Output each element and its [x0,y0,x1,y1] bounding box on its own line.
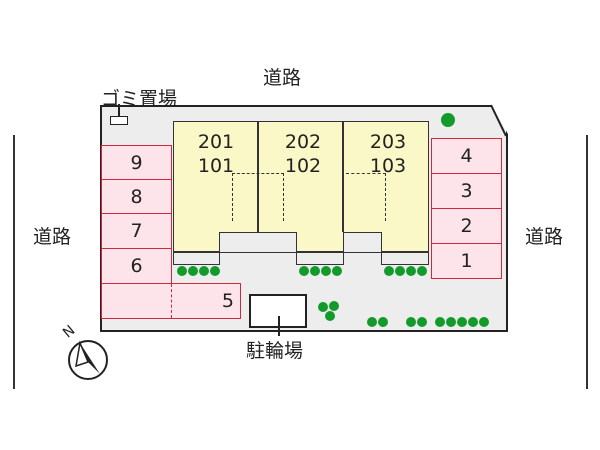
room-label-103: 103 [369,155,407,177]
parking-space-3: 3 [431,173,502,209]
road-label-left: 道路 [33,226,72,248]
road-label-right: 道路 [525,226,564,248]
garbage-area-label: ゴミ置場 [101,88,178,110]
tree-icon [441,113,455,127]
room-label-102: 102 [284,155,322,177]
tree-icon [417,266,427,276]
porch [296,252,344,265]
tree-icon [457,317,467,327]
road-edge-left [13,135,15,389]
parking-space-6: 6 [101,248,172,284]
parking-5-dashed-divider [171,284,172,318]
tree-icon [210,266,220,276]
tree-icon [325,311,335,321]
parking-space-1: 1 [431,243,502,279]
room-label-101: 101 [197,155,235,177]
tree-icon [321,266,331,276]
parking-space-2: 2 [431,208,502,244]
tree-icon [417,317,427,327]
apartment-building [173,121,429,252]
tree-icon [468,317,478,327]
unit-divider [257,121,259,232]
tree-icon [384,266,394,276]
tree-icon [188,266,198,276]
tree-icon [318,302,328,312]
room-label-201: 201 [197,131,235,153]
garbage-area [110,116,128,125]
tree-icon [299,266,309,276]
room-label-202: 202 [284,131,322,153]
parking-space-8: 8 [101,179,172,214]
entrance-recess [219,232,297,253]
parking-space-9: 9 [101,145,172,180]
tree-icon [367,317,377,327]
porch [173,252,220,265]
stair-outline [346,173,386,221]
stair-outline [232,173,284,221]
tree-icon [329,301,339,311]
bicycle-parking-label: 駐輪場 [246,340,304,362]
compass: N [60,323,112,384]
compass-icon [68,340,108,380]
tree-icon [435,317,445,327]
parking-space-5-label: 5 [221,290,234,312]
tree-icon [378,317,388,327]
garbage-leader [118,104,120,116]
road-edge-right [586,135,588,389]
tree-icon [406,266,416,276]
room-label-203: 203 [369,131,407,153]
stair-outline [346,173,386,174]
parking-space-7: 7 [101,213,172,249]
tree-icon [395,266,405,276]
tree-icon [332,266,342,276]
road-label-top: 道路 [263,67,302,89]
tree-icon [479,317,489,327]
tree-icon [446,317,456,327]
tree-icon [406,317,416,327]
unit-divider [342,121,344,232]
bicycle-leader [278,316,280,336]
tree-icon [199,266,209,276]
porch [381,252,429,265]
tree-icon [310,266,320,276]
parking-space-4: 4 [431,138,502,174]
entrance-recess [343,232,382,253]
tree-icon [177,266,187,276]
stair-outline [232,173,284,174]
